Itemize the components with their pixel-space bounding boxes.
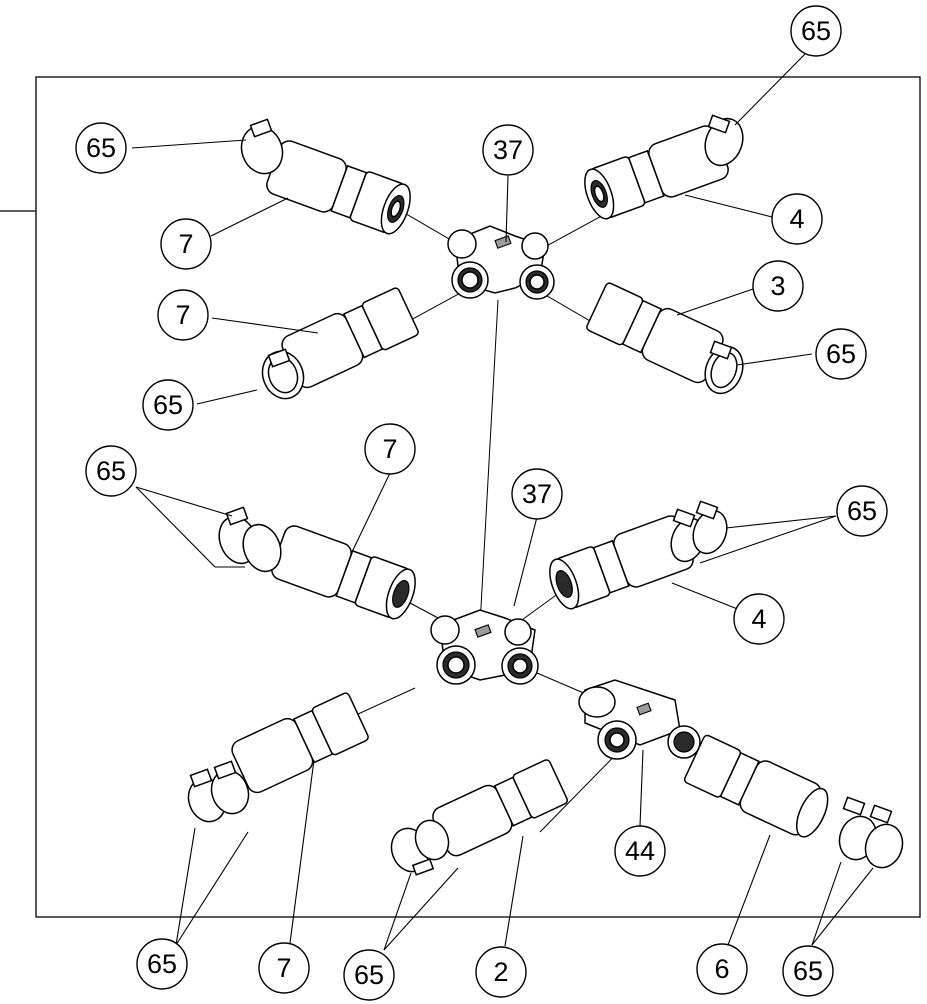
callout-label: 65 (86, 133, 116, 163)
callout-1: 65 (75, 122, 127, 174)
callout-label: 37 (493, 135, 523, 165)
callout-4: 7 (160, 218, 212, 270)
hose-fitting-middle-left (281, 287, 419, 389)
hose-fitting-middle-right (586, 282, 724, 384)
callout-label: 6 (714, 954, 729, 984)
callout-label: 7 (382, 434, 397, 464)
callout-15: 44 (614, 825, 666, 877)
callout-label: 7 (276, 953, 291, 983)
callout-18: 65 (343, 949, 395, 1001)
hose-fitting-bottom-right (683, 734, 829, 838)
callout-10: 7 (364, 423, 416, 475)
callout-label: 65 (96, 456, 126, 486)
hose-clamp-middle-right (704, 340, 744, 395)
callout-label: 65 (826, 339, 856, 369)
hose-fitting-lower-right (549, 515, 694, 610)
hose-fitting-bottom-middle (432, 759, 569, 857)
callout-17: 7 (258, 942, 310, 994)
callout-2: 65 (790, 5, 842, 57)
callout-label: 65 (147, 949, 177, 979)
hose-fitting-upper-right (584, 125, 729, 220)
callout-9: 65 (142, 379, 194, 431)
hose-fitting-bottom-left (231, 692, 369, 794)
callout-label: 4 (751, 604, 766, 634)
hose-clamps-lower-right (670, 500, 728, 563)
callout-label: 7 (175, 300, 190, 330)
hose-fitting-lower-left (271, 525, 416, 620)
callout-label: 2 (493, 957, 508, 987)
callout-label: 65 (801, 16, 831, 46)
callout-label: 65 (847, 496, 877, 526)
hose-fitting-upper-left (266, 140, 411, 235)
callout-20: 6 (696, 943, 748, 995)
callout-label: 65 (793, 956, 823, 986)
callout-6: 3 (752, 260, 804, 312)
callout-label: 65 (153, 390, 183, 420)
cross-fitting-upper (447, 225, 555, 300)
hose-clamp-upper-right (704, 114, 744, 167)
tee-fitting (578, 679, 701, 760)
hose-clamps-bottom-left (187, 760, 250, 823)
callout-19: 2 (475, 946, 527, 998)
callout-3: 37 (482, 124, 534, 176)
callout-14: 4 (733, 593, 785, 645)
callout-label: 3 (770, 271, 785, 301)
callout-label: 37 (522, 479, 552, 509)
callout-label: 65 (354, 960, 384, 990)
callout-label: 44 (625, 836, 655, 866)
hose-clamp-middle-left (261, 348, 305, 400)
callout-label: 7 (178, 229, 193, 259)
leader-lines (131, 52, 874, 951)
hose-clamps-bottom-middle (390, 819, 450, 876)
drawing-frame (35, 76, 921, 918)
callout-21: 65 (782, 945, 834, 997)
hose-clamp-upper-left (240, 118, 284, 175)
callout-5: 4 (771, 193, 823, 245)
callout-11: 65 (85, 445, 137, 497)
callout-label: 4 (789, 204, 804, 234)
callout-8: 65 (815, 328, 867, 380)
callout-12: 37 (511, 468, 563, 520)
callout-16: 65 (136, 938, 188, 990)
callout-7: 7 (157, 289, 209, 341)
callout-13: 65 (836, 485, 888, 537)
cross-fitting-lower (430, 609, 539, 685)
hose-clamps-bottom-right (838, 796, 904, 869)
hose-clamps-lower-left (218, 506, 282, 573)
